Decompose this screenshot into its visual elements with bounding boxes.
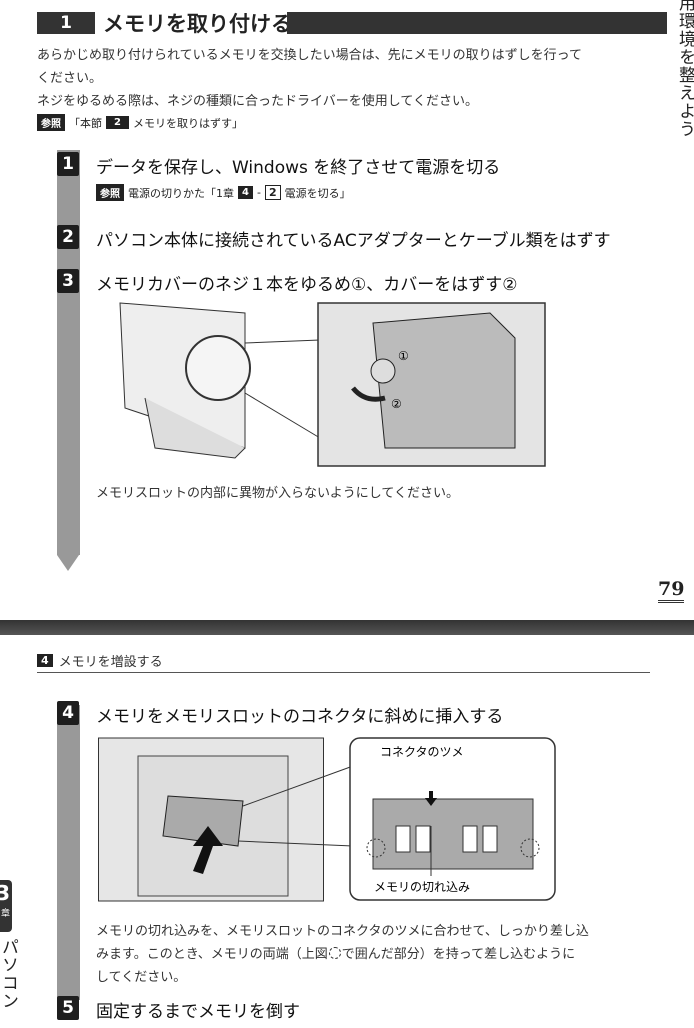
body-line: してください。: [96, 970, 187, 985]
body-line: みます。このとき、メモリの両端（上図 で囲んだ部分）を持って差し込むように: [96, 943, 575, 962]
label-memory-notch: メモリの切れ込み: [374, 880, 470, 894]
ref-badge: 参照: [37, 114, 65, 131]
step-number: 4: [57, 701, 79, 725]
step-number: 1: [57, 152, 79, 176]
caption: メモリスロットの内部に異物が入らないようにしてください。: [96, 486, 459, 501]
ref-link[interactable]: メモリを取りはずす」: [132, 116, 243, 130]
cover-removal-illustration: ① ②: [119, 302, 546, 467]
side-tab-text: パソコン: [0, 938, 18, 1010]
step-text: パソコン本体に接続されているACアダプターとケーブル類をはずす: [96, 231, 611, 251]
section-number: 1: [37, 12, 95, 34]
section-bar: [287, 12, 667, 34]
body-text: みます。このとき、メモリの両端（上図: [96, 947, 328, 962]
section-header: 4 メモリを増設する: [37, 651, 163, 670]
header-rule: [37, 672, 650, 673]
side-tab-text: 用環境を整えよう: [675, 0, 694, 138]
step-text: メモリカバーのネジ１本をゆるめ①、カバーをはずす②: [96, 275, 518, 295]
callout-2: ②: [391, 397, 402, 411]
dashed-circle-icon: [328, 946, 341, 959]
page-number: 79: [658, 578, 685, 603]
ref-num: 2: [264, 185, 281, 200]
step-text: 固定するまでメモリを倒す: [96, 1002, 300, 1022]
ref-num: 4: [238, 186, 253, 199]
intro-line: ネジをゆるめる際は、ネジの種類に合ったドライバーを使用してください。: [37, 94, 478, 109]
label-connector-claw: コネクタのツメ: [380, 745, 464, 759]
page-divider: [0, 620, 694, 635]
ref-num: 2: [106, 116, 129, 129]
step-bar: [57, 705, 80, 1000]
step-bar: [57, 150, 80, 555]
step-arrow-icon: [57, 555, 79, 571]
body-text: で囲んだ部分）を持って差し込むように: [341, 947, 576, 962]
chapter-tab[interactable]: 3 章: [0, 880, 12, 932]
step-text: メモリをメモリスロットのコネクタに斜めに挿入する: [96, 707, 504, 727]
step-number: 3: [57, 269, 79, 293]
section-title: メモリを取り付ける: [103, 12, 292, 36]
step-number: 5: [57, 996, 79, 1020]
ref-text: 電源の切りかた「1章: [128, 186, 234, 200]
section-number: 4: [37, 654, 53, 667]
reference: 参照 「本節 2 メモリを取りはずす」: [37, 114, 243, 131]
body-line: メモリの切れ込みを、メモリスロットのコネクタのツメに合わせて、しっかり差し込: [96, 924, 589, 939]
intro-line: ください。: [37, 71, 103, 86]
chapter-label: 章: [0, 909, 10, 919]
memory-insertion-illustration: コネクタのツメ メモリの切れ込み: [98, 737, 556, 902]
ref-text: 「本節: [69, 116, 102, 130]
step-reference: 参照 電源の切りかた「1章 4- 2 電源を切る」: [96, 184, 351, 201]
ref-link[interactable]: 電源を切る」: [284, 186, 351, 200]
intro-line: あらかじめ取り付けられているメモリを交換したい場合は、先にメモリの取りはずしを行…: [37, 48, 582, 63]
step-text: データを保存し、Windows を終了させて電源を切る: [96, 158, 501, 178]
callout-1: ①: [398, 349, 409, 363]
section-title: メモリを増設する: [58, 655, 163, 670]
ref-badge: 参照: [96, 184, 124, 201]
chapter-number: 3: [0, 881, 10, 905]
step-number: 2: [57, 225, 79, 249]
